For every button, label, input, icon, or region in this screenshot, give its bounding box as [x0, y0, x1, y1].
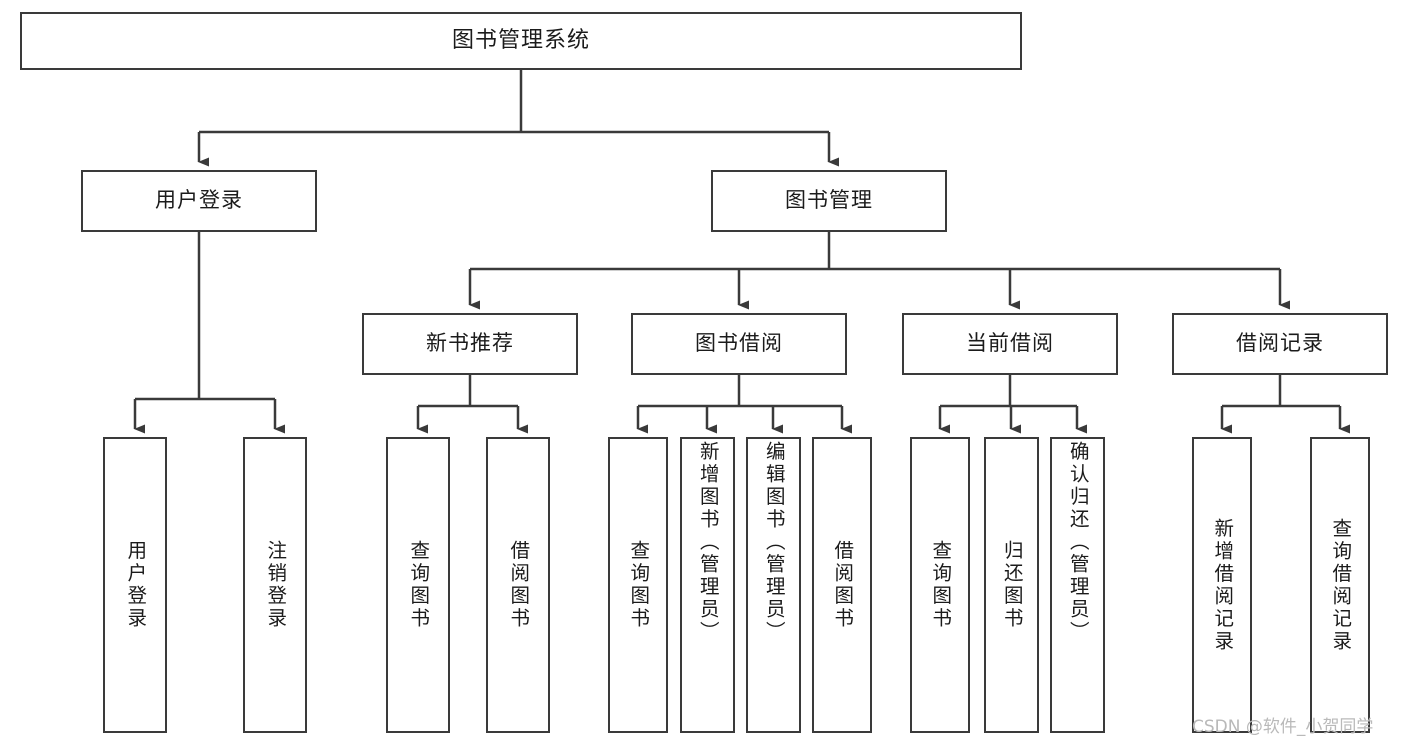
node-root-图书管理系统[interactable]: 图书管理系统 [20, 12, 1022, 70]
node-label: 图书管理系统 [451, 27, 590, 53]
node-leaf-edit-book-admin[interactable]: 编辑图书（管理员） [746, 437, 801, 733]
node-new-book-recommend[interactable]: 新书推荐 [362, 313, 578, 375]
node-label: 借阅图书 [830, 540, 854, 630]
node-label: 图书借阅 [695, 331, 783, 356]
node-leaf-return-book[interactable]: 归还图书 [984, 437, 1039, 733]
node-leaf-logout[interactable]: 注销登录 [243, 437, 307, 733]
node-leaf-query-book-current[interactable]: 查询图书 [910, 437, 970, 733]
csdn-watermark: CSDN @软件_小贺同学 [1192, 717, 1374, 737]
node-leaf-confirm-return-admin[interactable]: 确认归还（管理员） [1050, 437, 1105, 733]
node-leaf-user-login[interactable]: 用户登录 [103, 437, 167, 733]
node-leaf-add-borrow-record[interactable]: 新增借阅记录 [1192, 437, 1252, 733]
node-leaf-query-book-borrow[interactable]: 查询图书 [608, 437, 668, 733]
node-label: 新增图书（管理员） [696, 441, 720, 644]
node-label: 借阅记录 [1236, 331, 1324, 356]
node-label: 注销登录 [263, 540, 287, 630]
node-label: 用户登录 [155, 188, 243, 213]
node-label: 确认归还（管理员） [1066, 441, 1090, 644]
node-book-manage[interactable]: 图书管理 [711, 170, 947, 232]
node-leaf-borrow-book-recommend[interactable]: 借阅图书 [486, 437, 550, 733]
node-book-borrow[interactable]: 图书借阅 [631, 313, 847, 375]
node-current-borrow[interactable]: 当前借阅 [902, 313, 1118, 375]
node-leaf-query-book-recommend[interactable]: 查询图书 [386, 437, 450, 733]
node-label: 当前借阅 [966, 331, 1054, 356]
node-label: 查询借阅记录 [1328, 517, 1352, 653]
node-leaf-add-book-admin[interactable]: 新增图书（管理员） [680, 437, 735, 733]
node-label: 图书管理 [785, 188, 873, 213]
node-leaf-query-borrow-record[interactable]: 查询借阅记录 [1310, 437, 1370, 733]
node-label: 查询图书 [626, 540, 650, 630]
node-user-login[interactable]: 用户登录 [81, 170, 317, 232]
node-label: 归还图书 [1000, 540, 1024, 630]
node-label: 用户登录 [123, 540, 147, 630]
node-borrow-record[interactable]: 借阅记录 [1172, 313, 1388, 375]
node-label: 查询图书 [928, 540, 952, 630]
node-label: 借阅图书 [506, 540, 530, 630]
node-leaf-borrow-book[interactable]: 借阅图书 [812, 437, 872, 733]
node-label: 新增借阅记录 [1210, 517, 1234, 653]
node-label: 编辑图书（管理员） [762, 441, 786, 644]
node-label: 新书推荐 [426, 331, 514, 356]
node-label: 查询图书 [406, 540, 430, 630]
